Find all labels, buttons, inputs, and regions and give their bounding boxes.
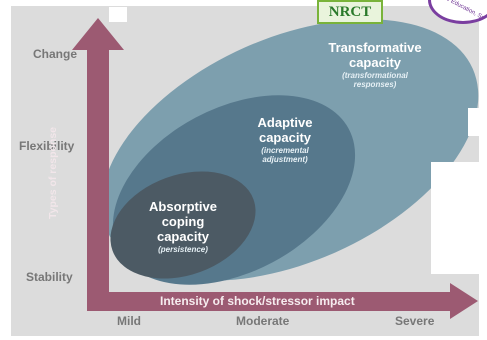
absorptive-capacity-ellipse bbox=[110, 171, 256, 279]
adaptive-title-line1: Adaptive bbox=[257, 115, 313, 130]
transformative-title-line2: capacity bbox=[348, 54, 402, 70]
cutout-top-left bbox=[109, 7, 127, 22]
cutout-right-small bbox=[468, 108, 487, 136]
seal-text: he Education, Sc bbox=[442, 0, 486, 22]
nrct-logo: NRCT bbox=[317, 0, 383, 24]
y-tick-stability: Stability bbox=[26, 270, 73, 284]
y-tick-change: Change bbox=[33, 47, 78, 61]
institution-seal: he Education, Sc bbox=[428, 0, 487, 24]
x-tick-mild: Mild bbox=[117, 314, 141, 328]
absorptive-title-line3: capacity bbox=[156, 228, 210, 244]
x-axis-bar bbox=[87, 292, 455, 311]
adaptive-subtitle-line1: (incremental bbox=[261, 145, 309, 155]
adaptive-title-line2: capacity bbox=[258, 129, 312, 145]
y-axis-bar bbox=[87, 50, 109, 296]
x-axis-label: Intensity of shock/stressor impact bbox=[160, 294, 355, 308]
y-axis-label: Types of response bbox=[47, 127, 59, 219]
transformative-capacity-label: Transformative capacity (transformationa… bbox=[320, 40, 430, 90]
transformative-subtitle-line1: (transformational bbox=[342, 70, 408, 80]
x-tick-moderate: Moderate bbox=[236, 314, 290, 328]
absorptive-capacity-label: Absorptive coping capacity (persistence) bbox=[133, 199, 233, 254]
y-axis-arrowhead bbox=[72, 18, 124, 50]
cutout-right-large bbox=[431, 162, 487, 274]
x-tick-severe: Severe bbox=[395, 314, 435, 328]
transformative-title-line1: Transformative bbox=[328, 40, 422, 55]
absorptive-title-line2: coping bbox=[161, 213, 205, 229]
y-tick-flexibility: Flexibility bbox=[19, 139, 75, 153]
x-axis-arrowhead bbox=[450, 283, 478, 319]
absorptive-title-line1: Absorptive bbox=[149, 199, 217, 214]
adaptive-subtitle-line2: adjustment) bbox=[262, 155, 308, 165]
absorptive-subtitle-line1: (persistence) bbox=[158, 244, 208, 254]
adaptive-capacity-label: Adaptive capacity (incremental adjustmen… bbox=[235, 115, 335, 165]
transformative-subtitle-line2: responses) bbox=[353, 80, 397, 90]
